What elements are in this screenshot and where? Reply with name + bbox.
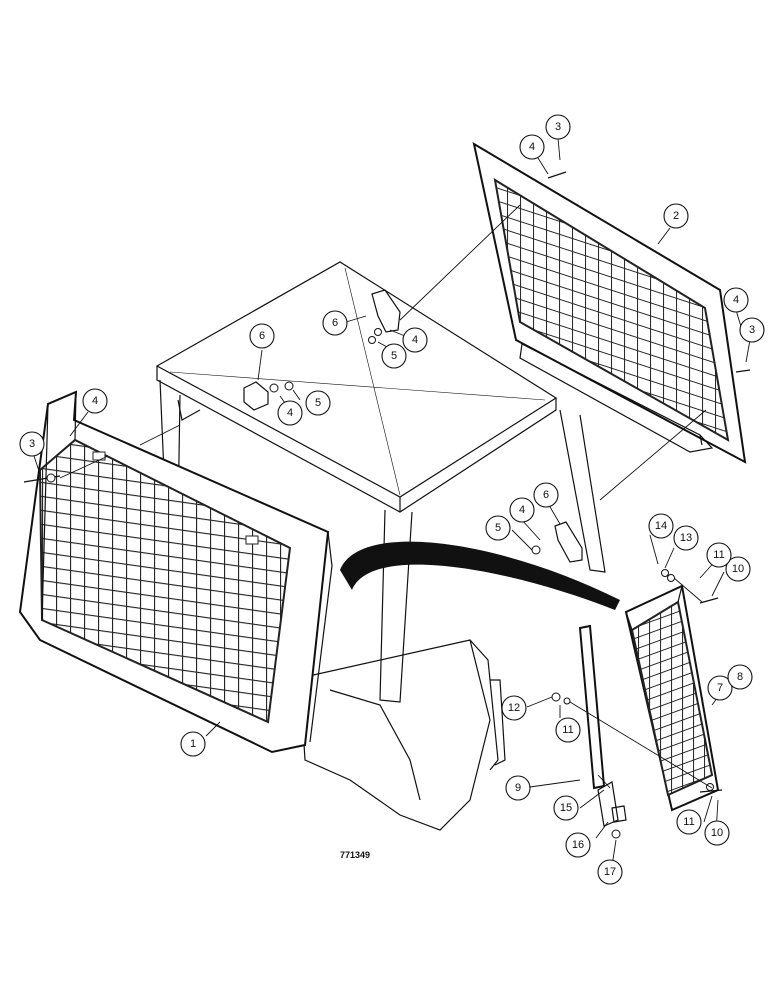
svg-text:14: 14 bbox=[655, 520, 667, 532]
callout-15: 15 bbox=[553, 795, 579, 821]
callout-5: 5 bbox=[485, 515, 511, 541]
svg-text:4: 4 bbox=[287, 407, 293, 419]
callout-4: 4 bbox=[509, 497, 535, 523]
assembly-arrow bbox=[340, 541, 620, 610]
callout-3: 3 bbox=[545, 114, 571, 140]
brackets bbox=[23, 171, 751, 839]
callout-6: 6 bbox=[322, 310, 348, 336]
svg-text:10: 10 bbox=[732, 563, 744, 575]
side-bar bbox=[578, 624, 606, 790]
side-screen bbox=[578, 584, 720, 827]
svg-text:11: 11 bbox=[713, 549, 724, 561]
svg-text:6: 6 bbox=[332, 317, 338, 329]
callout-11: 11 bbox=[706, 542, 732, 568]
callout-4: 4 bbox=[519, 134, 545, 160]
callout-12: 12 bbox=[501, 695, 527, 721]
svg-text:9: 9 bbox=[515, 782, 521, 794]
callout-11: 11 bbox=[676, 809, 702, 835]
callout-13: 13 bbox=[673, 525, 699, 551]
svg-text:5: 5 bbox=[315, 397, 321, 409]
callout-8: 8 bbox=[727, 664, 753, 690]
svg-text:6: 6 bbox=[543, 489, 549, 501]
svg-text:3: 3 bbox=[555, 121, 561, 133]
drawing-number: 771349 bbox=[340, 850, 370, 860]
cab-roof bbox=[155, 261, 558, 498]
callout-10: 10 bbox=[704, 820, 730, 846]
svg-text:4: 4 bbox=[412, 334, 418, 346]
front-screen bbox=[18, 390, 333, 754]
callout-6: 6 bbox=[249, 323, 275, 349]
rear-right-post bbox=[559, 409, 606, 573]
callout-4: 4 bbox=[82, 388, 108, 414]
alignment-lines bbox=[59, 204, 713, 789]
svg-text:12: 12 bbox=[508, 702, 520, 714]
rear-screen bbox=[472, 141, 747, 464]
svg-text:4: 4 bbox=[519, 504, 525, 516]
svg-text:13: 13 bbox=[680, 532, 692, 544]
svg-text:8: 8 bbox=[737, 671, 743, 683]
callout-9: 9 bbox=[505, 775, 531, 801]
callout-5: 5 bbox=[381, 343, 407, 369]
callouts: 1 2 3 3 3 4 4 4 4 4 4 5 5 5 6 6 6 7 8 9 … bbox=[19, 114, 765, 885]
callout-17: 17 bbox=[597, 859, 623, 885]
svg-text:11: 11 bbox=[562, 724, 573, 736]
svg-text:2: 2 bbox=[673, 210, 679, 222]
svg-text:5: 5 bbox=[495, 522, 501, 534]
cab-base bbox=[299, 639, 491, 831]
svg-text:10: 10 bbox=[711, 827, 723, 839]
svg-text:1: 1 bbox=[190, 738, 196, 750]
svg-text:3: 3 bbox=[29, 438, 35, 450]
callout-2: 2 bbox=[663, 203, 689, 229]
callout-3: 3 bbox=[19, 431, 45, 457]
callout-7: 7 bbox=[707, 675, 733, 701]
svg-text:17: 17 bbox=[604, 866, 616, 878]
callout-16: 16 bbox=[565, 832, 591, 858]
svg-text:5: 5 bbox=[391, 350, 397, 362]
svg-text:4: 4 bbox=[92, 395, 98, 407]
svg-text:7: 7 bbox=[717, 682, 723, 694]
callout-1: 1 bbox=[180, 731, 206, 757]
callout-10: 10 bbox=[725, 556, 751, 582]
svg-text:4: 4 bbox=[529, 141, 535, 153]
svg-text:3: 3 bbox=[749, 324, 755, 336]
callout-4: 4 bbox=[402, 327, 428, 353]
svg-text:15: 15 bbox=[560, 802, 572, 814]
svg-text:11: 11 bbox=[683, 816, 694, 828]
callout-4: 4 bbox=[723, 287, 749, 313]
callout-5: 5 bbox=[305, 390, 331, 416]
callout-6: 6 bbox=[533, 482, 559, 508]
svg-text:16: 16 bbox=[572, 839, 584, 851]
svg-text:6: 6 bbox=[259, 330, 265, 342]
front-right-post bbox=[379, 509, 413, 703]
callout-14: 14 bbox=[648, 513, 674, 539]
callout-11: 11 bbox=[555, 717, 581, 743]
callout-4: 4 bbox=[277, 400, 303, 426]
svg-text:4: 4 bbox=[733, 294, 739, 306]
callout-3: 3 bbox=[739, 317, 765, 343]
